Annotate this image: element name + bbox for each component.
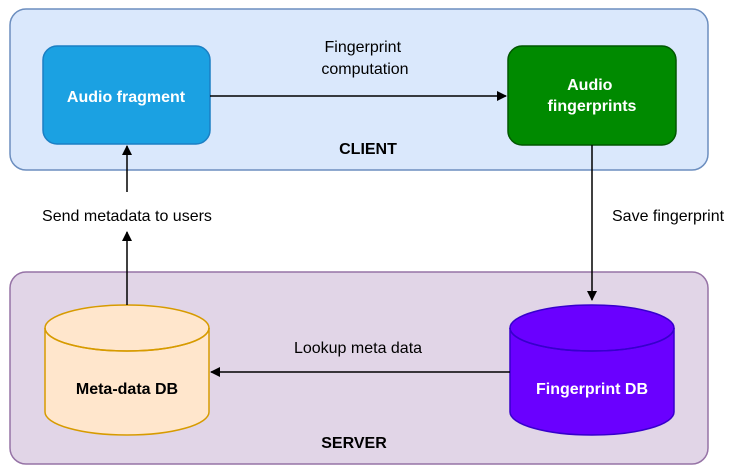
fingerprint-db-rim — [509, 327, 675, 352]
fingerprint-db-body — [509, 328, 675, 436]
edge-send-metadata-label: Send metadata to users — [42, 208, 212, 225]
audio-fragment-node[interactable] — [42, 45, 211, 145]
client-label: CLIENT — [339, 141, 397, 158]
audio-fingerprints-label: Audio fingerprints — [548, 77, 637, 115]
audio-fragment-label: Audio fragment — [67, 89, 186, 106]
audio-fingerprints-line-1: Audio — [567, 77, 613, 94]
meta-data-db-body — [44, 328, 210, 436]
audio-fingerprints-line-2: fingerprints — [548, 98, 637, 115]
meta-data-db-label: Meta-data DB — [76, 381, 178, 398]
server-label: SERVER — [321, 435, 387, 452]
edge-save-fingerprint-label: Save fingerprint — [612, 208, 725, 225]
fingerprint-db-label: Fingerprint DB — [536, 381, 648, 398]
fingerprint-db-node[interactable]: Fingerprint DB — [509, 304, 675, 436]
fingerprint-computation-line-2: computation — [321, 61, 408, 78]
fingerprint-computation-line-1: Fingerprint — [325, 39, 402, 56]
edge-fingerprint-computation-label: Fingerprint computation — [321, 39, 408, 78]
meta-data-db-rim — [44, 327, 210, 352]
meta-data-db-node[interactable]: Meta-data DB — [44, 304, 210, 436]
audio-fingerprints-node[interactable] — [507, 45, 677, 146]
edge-lookup-meta-data-label: Lookup meta data — [294, 340, 422, 357]
